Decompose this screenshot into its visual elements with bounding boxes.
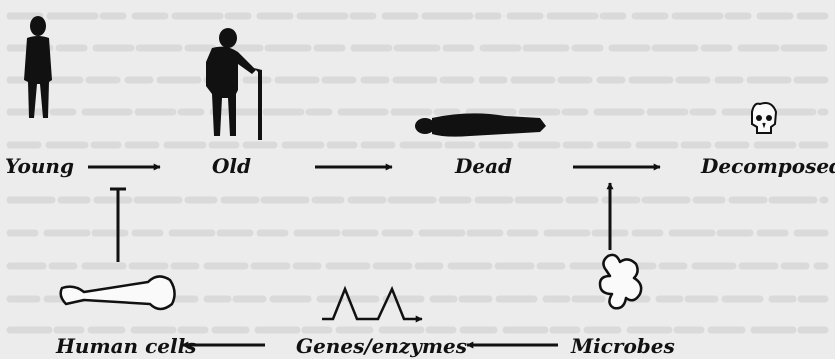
label-young: Young [5,156,74,176]
microbe-blob-icon [600,255,641,308]
lying-body-icon [415,113,546,136]
label-decomposed: Decomposed [701,156,835,176]
skull-icon [752,103,776,133]
elderly-person-with-cane-icon [206,28,262,140]
label-dead: Dead [455,156,512,176]
label-old: Old [212,156,251,176]
bone-icon [61,276,175,309]
peaks-graph-icon [322,289,422,319]
label-human-cells: Human cells [56,336,196,356]
label-microbes: Microbes [571,336,675,356]
standing-person-icon [24,16,52,118]
label-genes-enzymes: Genes/enzymes [296,336,467,356]
